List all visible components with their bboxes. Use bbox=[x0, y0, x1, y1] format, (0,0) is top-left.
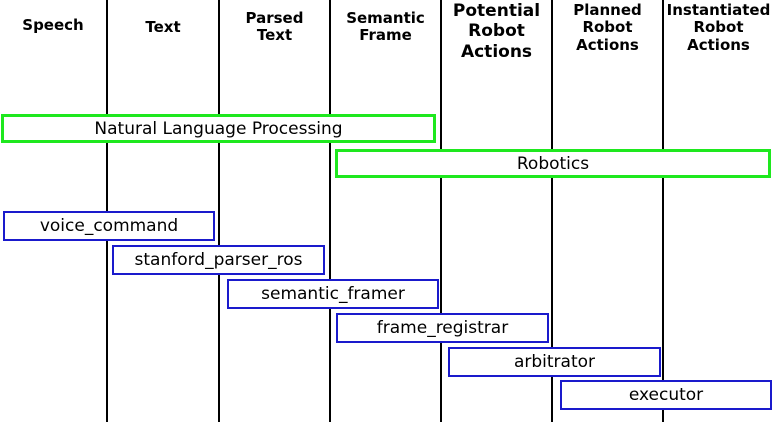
column-header-line: Actions bbox=[576, 35, 639, 54]
node-label: arbitrator bbox=[513, 352, 596, 372]
domain-box-nlp: Natural Language Processing bbox=[1, 114, 436, 143]
domain-label: Natural Language Processing bbox=[94, 118, 343, 139]
node-label: frame_registrar bbox=[376, 318, 509, 338]
column-divider bbox=[218, 0, 220, 422]
column-header-semantic-frame: Semantic Frame bbox=[331, 9, 440, 45]
column-divider bbox=[662, 0, 664, 422]
column-header-line: Speech bbox=[22, 16, 84, 34]
column-header-line: Semantic bbox=[346, 9, 425, 27]
column-header-line: Robot bbox=[693, 18, 744, 37]
column-header-speech: Speech bbox=[0, 16, 106, 34]
domain-label: Robotics bbox=[516, 153, 590, 174]
column-header-parsed-text: Parsed Text bbox=[220, 9, 329, 45]
node-label: stanford_parser_ros bbox=[134, 250, 303, 270]
node-label: semantic_framer bbox=[261, 284, 405, 304]
column-header-text: Text bbox=[108, 18, 218, 36]
column-divider bbox=[551, 0, 553, 422]
node-semantic-framer: semantic_framer bbox=[227, 279, 439, 309]
column-header-line: Potential bbox=[452, 1, 541, 21]
column-header-line: Frame bbox=[359, 26, 412, 45]
domain-box-robotics: Robotics bbox=[335, 149, 771, 178]
column-divider bbox=[329, 0, 331, 422]
column-header-planned-robot-actions: Planned Robot Actions bbox=[553, 1, 662, 54]
node-executor: executor bbox=[560, 380, 772, 410]
node-label: executor bbox=[628, 385, 704, 405]
node-frame-registrar: frame_registrar bbox=[336, 313, 549, 343]
column-header-line: Planned bbox=[573, 1, 642, 19]
column-header-line: Text bbox=[256, 26, 293, 45]
column-header-line: Text bbox=[145, 18, 181, 36]
node-label: voice_command bbox=[39, 216, 179, 236]
column-header-potential-robot-actions: Potential Robot Actions bbox=[442, 1, 551, 62]
column-divider bbox=[440, 0, 442, 422]
column-header-line: Robot bbox=[582, 18, 633, 37]
column-header-line: Parsed bbox=[245, 9, 304, 27]
node-arbitrator: arbitrator bbox=[448, 347, 661, 377]
node-voice-command: voice_command bbox=[3, 211, 215, 241]
node-stanford-parser-ros: stanford_parser_ros bbox=[112, 245, 325, 275]
column-header-line: Actions bbox=[460, 41, 533, 62]
column-header-line: Robot bbox=[468, 21, 525, 42]
column-header-line: Instantiated bbox=[666, 1, 771, 19]
column-header-instantiated-robot-actions: Instantiated Robot Actions bbox=[664, 1, 773, 54]
column-header-line: Actions bbox=[687, 35, 750, 54]
